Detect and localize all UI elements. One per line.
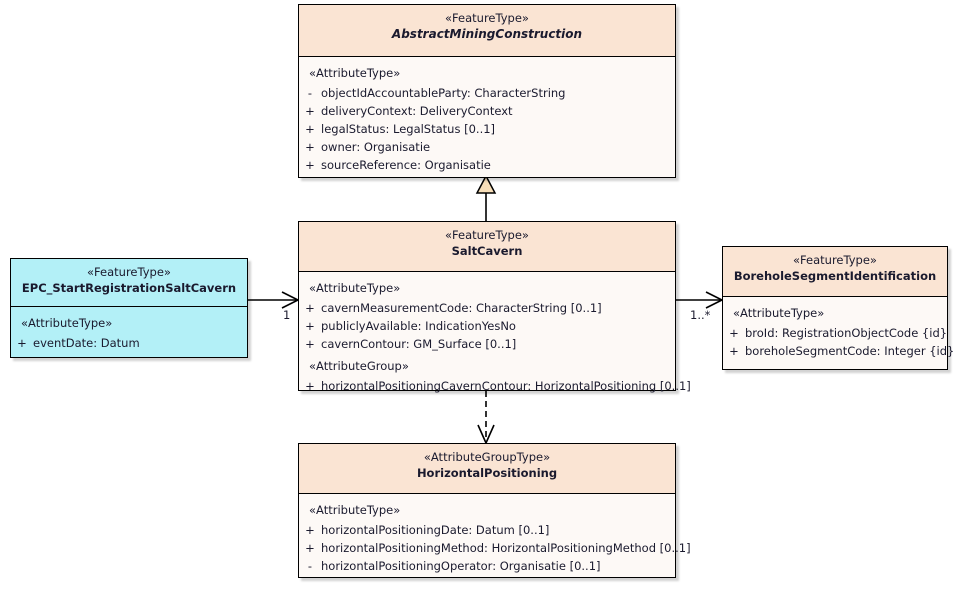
attribute-group-stereotype: «AttributeGroup» xyxy=(309,359,409,373)
attribute-visibility: + xyxy=(17,336,27,350)
attribute-compartment: «AttributeType» + eventDate: Datum xyxy=(11,307,247,359)
attribute-visibility: - xyxy=(307,86,313,100)
class-name: EPC_StartRegistrationSaltCavern xyxy=(21,281,237,295)
attribute-group-stereotype: «AttributeType» xyxy=(309,503,401,517)
class-stereotype: «FeatureType» xyxy=(87,265,171,279)
multiplicity-label-saltcavern-to-borehole: 1..* xyxy=(690,308,711,322)
attribute-signature: publiclyAvailable: IndicationYesNo xyxy=(321,319,516,333)
attribute-signature: boreholeSegmentCode: Integer {id} xyxy=(745,344,955,358)
class-header-abstract-mining-construction: «FeatureType» AbstractMiningConstruction xyxy=(299,5,675,57)
class-stereotype: «FeatureType» xyxy=(445,11,529,25)
attribute-row[interactable]: + broId: RegistrationObjectCode {id} xyxy=(723,324,947,342)
attribute-signature: deliveryContext: DeliveryContext xyxy=(321,104,513,118)
attribute-visibility: + xyxy=(305,379,315,393)
attribute-signature: cavernContour: GM_Surface [0..1] xyxy=(321,337,517,351)
attribute-row[interactable]: + horizontalPositioningMethod: Horizonta… xyxy=(299,539,690,557)
class-name: BoreholeSegmentIdentification xyxy=(733,269,937,283)
attribute-row[interactable]: + horizontalPositioningCavernContour: Ho… xyxy=(299,377,691,395)
class-name: AbstractMiningConstruction xyxy=(391,27,583,41)
attribute-visibility: + xyxy=(729,344,739,358)
association-saltcavern-to-borehole xyxy=(676,291,724,309)
attribute-compartment: «AttributeType» + broId: RegistrationObj… xyxy=(723,297,954,367)
attribute-signature: horizontalPositioningDate: Datum [0..1] xyxy=(321,523,550,537)
class-header-borehole-segment-identification: «FeatureType» BoreholeSegmentIdentificat… xyxy=(723,247,947,297)
attribute-row[interactable]: + sourceReference: Organisatie xyxy=(299,156,675,174)
association-epc-to-saltcavern xyxy=(248,291,300,309)
attribute-signature: horizontalPositioningMethod: HorizontalP… xyxy=(321,541,691,555)
attribute-group-stereotype: «AttributeType» xyxy=(21,316,113,330)
attribute-row[interactable]: + legalStatus: LegalStatus [0..1] xyxy=(299,120,675,138)
attribute-signature: broId: RegistrationObjectCode {id} xyxy=(745,326,948,340)
attribute-signature: cavernMeasurementCode: CharacterString [… xyxy=(321,301,602,315)
attribute-visibility: - xyxy=(307,559,313,573)
attribute-visibility: + xyxy=(305,104,315,118)
attribute-signature: owner: Organisatie xyxy=(321,140,431,154)
attribute-visibility: + xyxy=(305,158,315,172)
attribute-row[interactable]: + cavernContour: GM_Surface [0..1] xyxy=(299,335,675,353)
generalization-saltcavern-to-abstract xyxy=(475,174,497,221)
attribute-row[interactable]: + boreholeSegmentCode: Integer {id} xyxy=(723,342,954,360)
attribute-group-stereotype: «AttributeType» xyxy=(733,306,825,320)
class-stereotype: «AttributeGroupType» xyxy=(423,450,551,464)
attribute-row[interactable]: + deliveryContext: DeliveryContext xyxy=(299,102,675,120)
class-header-salt-cavern: «FeatureType» SaltCavern xyxy=(299,222,675,272)
class-box-abstract-mining-construction[interactable]: «FeatureType» AbstractMiningConstruction… xyxy=(298,4,676,178)
attribute-row[interactable]: - objectIdAccountableParty: CharacterStr… xyxy=(299,84,675,102)
class-header-horizontal-positioning: «AttributeGroupType» HorizontalPositioni… xyxy=(299,444,675,494)
multiplicity-label-epc-to-saltcavern: 1 xyxy=(283,308,291,322)
class-name: HorizontalPositioning xyxy=(416,466,558,480)
attribute-row[interactable]: + eventDate: Datum xyxy=(11,334,247,352)
class-box-epc-start-registration-salt-cavern[interactable]: «FeatureType» EPC_StartRegistrationSaltC… xyxy=(10,258,248,358)
attribute-compartment: «AttributeType» - objectIdAccountablePar… xyxy=(299,57,675,181)
attribute-visibility: + xyxy=(305,541,315,555)
attribute-group-stereotype: «AttributeType» xyxy=(309,281,401,295)
attribute-compartment: «AttributeType» + cavernMeasurementCode:… xyxy=(299,272,691,402)
class-box-borehole-segment-identification[interactable]: «FeatureType» BoreholeSegmentIdentificat… xyxy=(722,246,954,370)
attribute-visibility: + xyxy=(305,337,315,351)
attribute-signature: horizontalPositioningCavernContour: Hori… xyxy=(321,379,691,393)
attribute-visibility: + xyxy=(305,523,315,537)
attribute-row[interactable]: + owner: Organisatie xyxy=(299,138,675,156)
class-header-epc-start-registration-salt-cavern: «FeatureType» EPC_StartRegistrationSaltC… xyxy=(11,259,247,307)
attribute-signature: horizontalPositioningOperator: Organisat… xyxy=(321,559,601,573)
class-stereotype: «FeatureType» xyxy=(793,253,877,267)
class-stereotype: «FeatureType» xyxy=(445,228,529,242)
attribute-signature: sourceReference: Organisatie xyxy=(321,158,491,172)
attribute-row[interactable]: - horizontalPositioningOperator: Organis… xyxy=(299,557,675,575)
attribute-visibility: + xyxy=(305,301,315,315)
attribute-row[interactable]: + cavernMeasurementCode: CharacterString… xyxy=(299,299,675,317)
attribute-signature: legalStatus: LegalStatus [0..1] xyxy=(321,122,496,136)
class-name: SaltCavern xyxy=(451,244,523,258)
attribute-row[interactable]: + horizontalPositioningDate: Datum [0..1… xyxy=(299,521,675,539)
attribute-row[interactable]: + publiclyAvailable: IndicationYesNo xyxy=(299,317,675,335)
attribute-compartment: «AttributeType» + horizontalPositioningD… xyxy=(299,494,690,582)
attribute-visibility: + xyxy=(729,326,739,340)
attribute-visibility: + xyxy=(305,122,315,136)
class-box-horizontal-positioning[interactable]: «AttributeGroupType» HorizontalPositioni… xyxy=(298,443,691,578)
attribute-signature: objectIdAccountableParty: CharacterStrin… xyxy=(321,86,566,100)
attribute-visibility: + xyxy=(305,319,315,333)
attribute-signature: eventDate: Datum xyxy=(33,336,140,350)
attribute-group-stereotype: «AttributeType» xyxy=(309,66,401,80)
attribute-visibility: + xyxy=(305,140,315,154)
class-box-salt-cavern[interactable]: «FeatureType» SaltCavern «AttributeType»… xyxy=(298,221,691,393)
